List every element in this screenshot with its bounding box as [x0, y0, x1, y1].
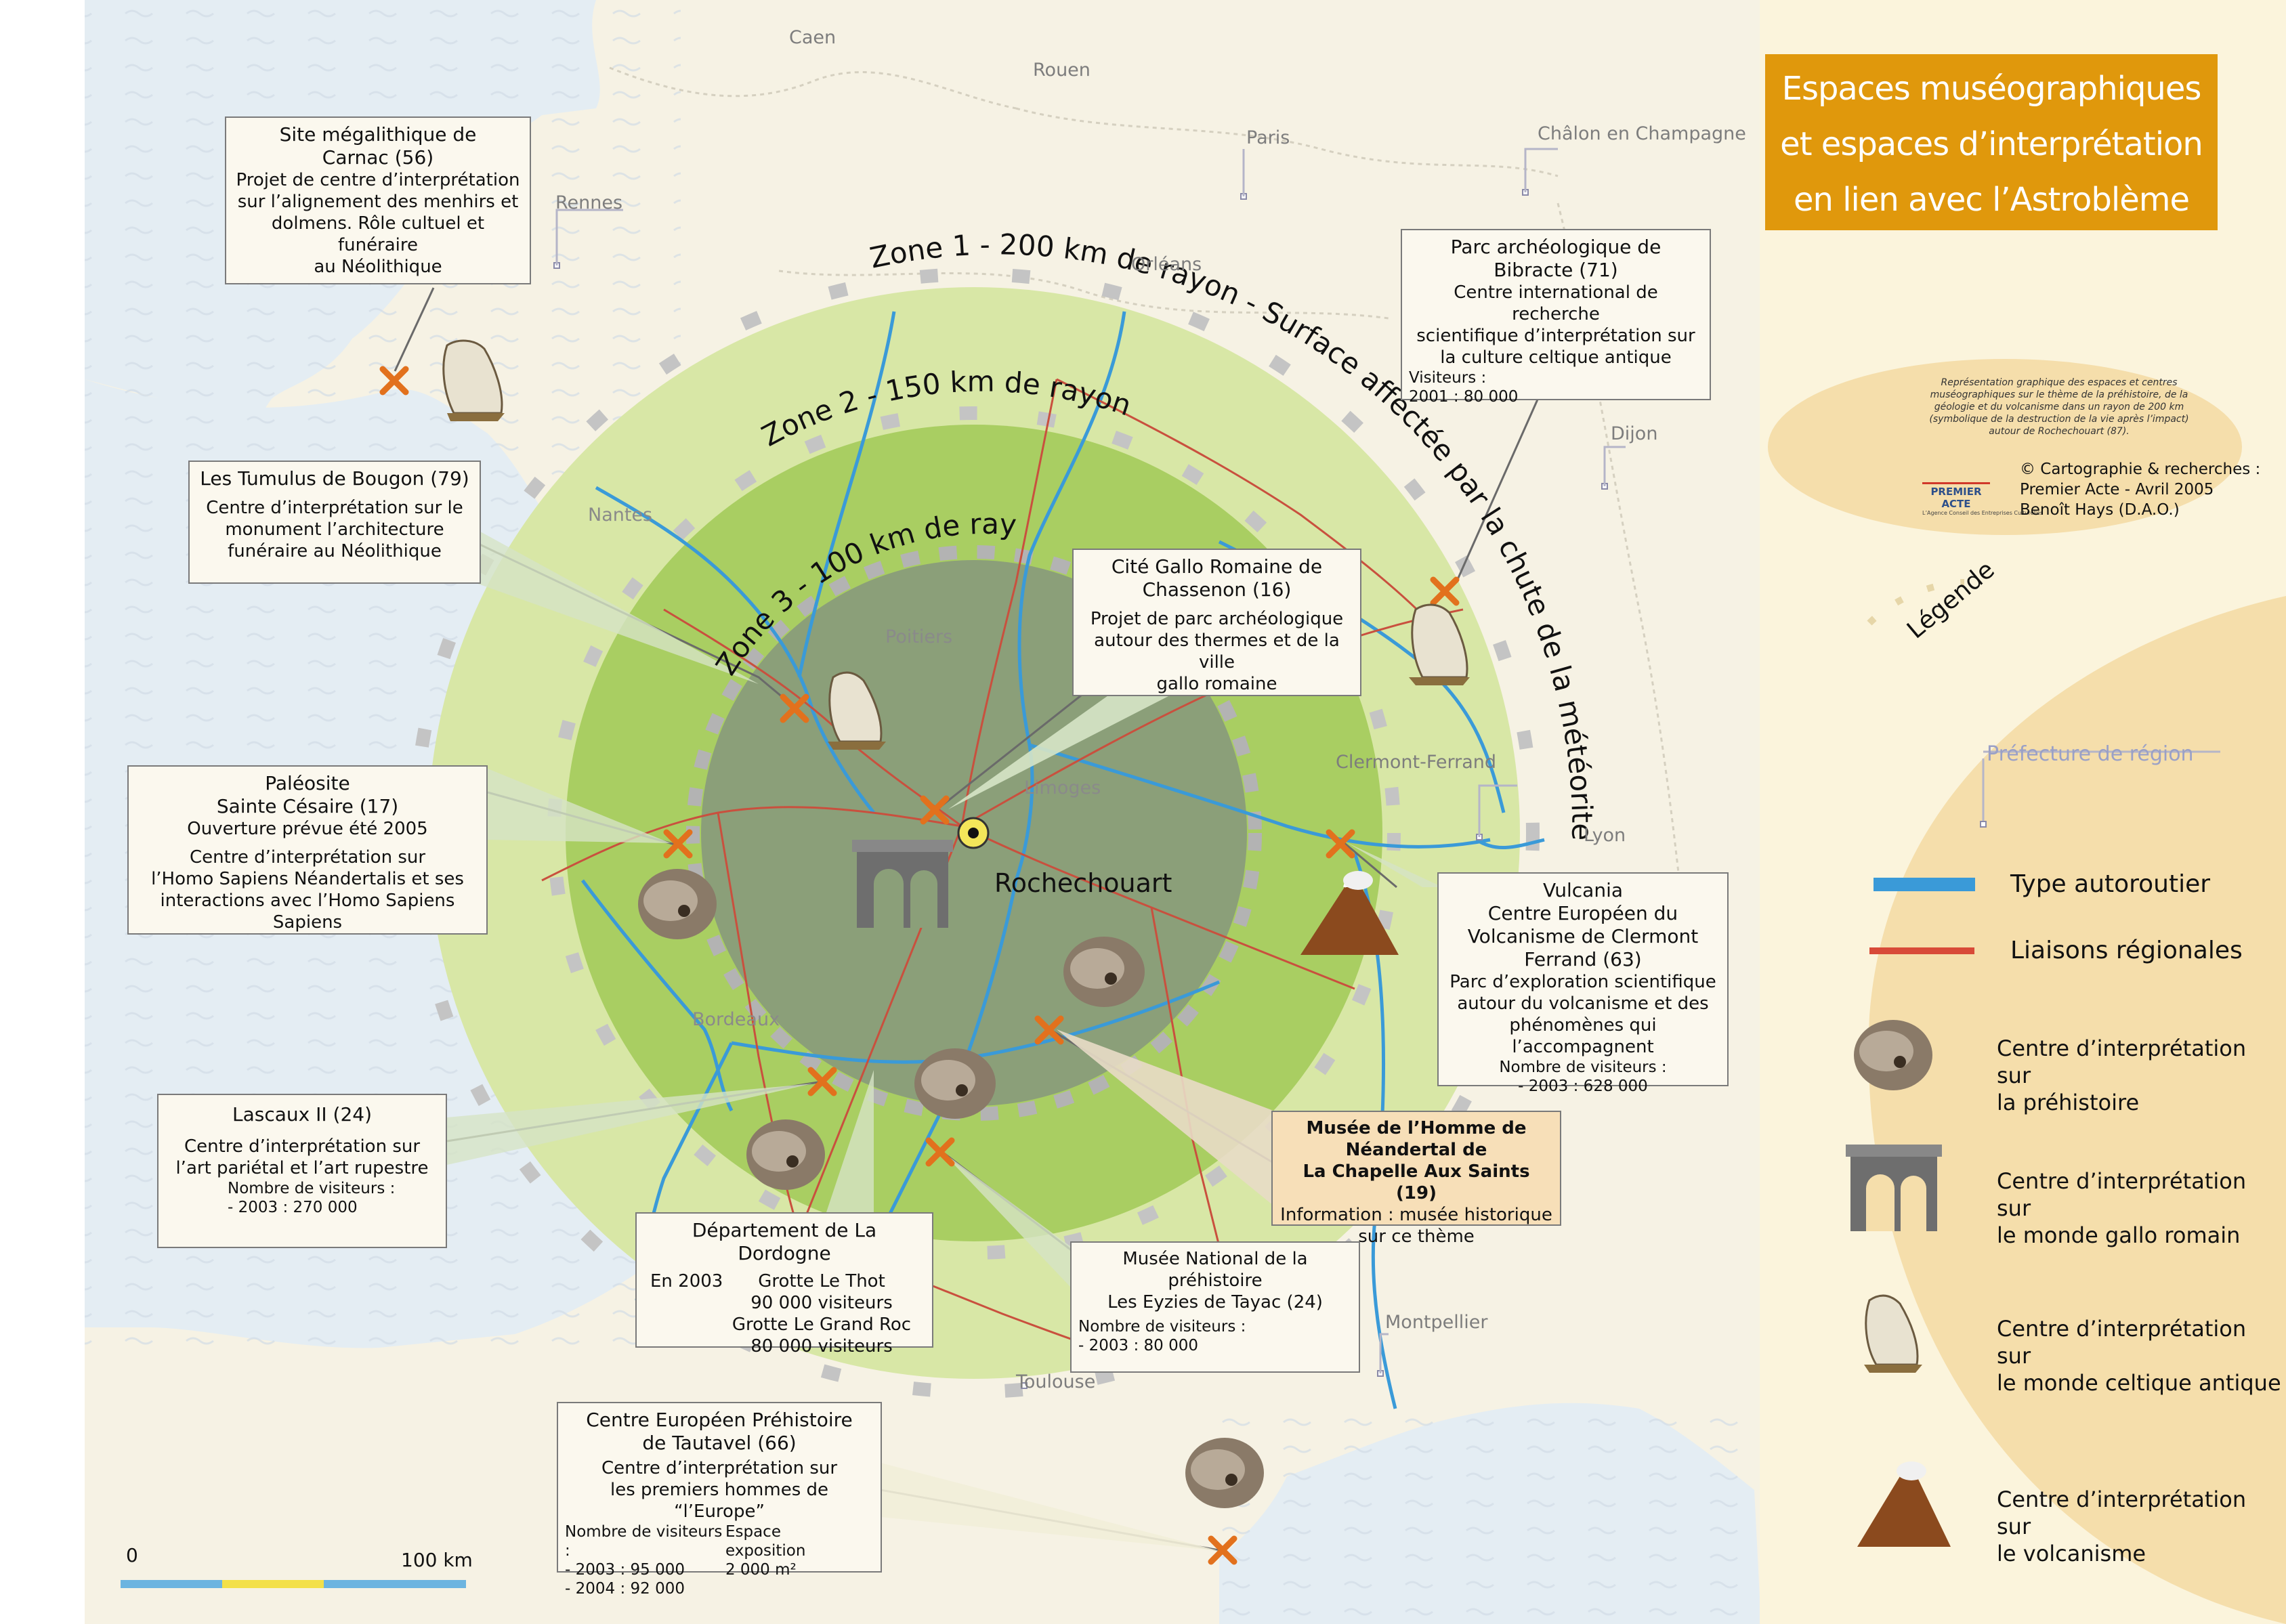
site-box-cesaire: Paléosite Sainte Césaire (17) Ouverture … [127, 765, 488, 935]
legend-skull-icon [1854, 1020, 1932, 1090]
credits: © Cartographie & recherches : Premier Ac… [2020, 461, 2261, 519]
legend-regional-label: Liaisons régionales [2010, 937, 2243, 964]
legend-prefecture-marker [1980, 821, 1987, 828]
legend-motorway-label: Type autoroutier [2010, 870, 2211, 898]
menhir-icon-bougon [828, 671, 886, 750]
vulcania-callout-wedge [1348, 843, 1443, 887]
volcano-icon-vulcania [1300, 871, 1399, 955]
skull-icon-chapelle [1063, 937, 1145, 1007]
legend-gallo: Centre d’interprétation sur le monde gal… [1997, 1168, 2247, 1248]
city-dijon: Dijon [1611, 423, 1658, 444]
rochechouart-label: Rochechouart [994, 868, 1172, 898]
skull-icon-tautavel [1185, 1438, 1264, 1508]
title-line2: et espaces d’interprétation [1780, 125, 2203, 163]
lascaux-callout-wedge [447, 1084, 813, 1165]
city-caen: Caen [789, 27, 837, 48]
menhir-icon-carnac [442, 339, 505, 421]
city-montpellier: Montpellier [1385, 1312, 1488, 1333]
scale-bar-seg1 [121, 1580, 222, 1588]
skull-icon-cesaire [638, 869, 717, 939]
eyzies-callout-wedge [941, 1151, 1070, 1287]
city-bordeaux: Bordeaux [692, 1009, 780, 1030]
arch-icon-chassenon [852, 840, 953, 928]
scale-bar-seg2 [222, 1580, 324, 1588]
legend-motorway-swatch [1874, 878, 1975, 891]
city-leaders [555, 148, 1626, 1373]
page-margin [0, 0, 85, 1624]
site-box-vulcania: Vulcania Centre Européen du Volcanisme d… [1437, 872, 1729, 1095]
site-box-chapelle: Musée de l’Homme de Néandertal de La Cha… [1271, 1111, 1561, 1247]
legend-prefecture-label: Préfecture de région [1987, 742, 2194, 766]
site-box-carnac: Site mégalithique de Carnac (56) Projet … [225, 116, 531, 284]
menhir-icon-bibracte [1409, 603, 1470, 685]
legend-prefecture-symbol [1982, 750, 2220, 823]
city-toulouse: Toulouse [1016, 1371, 1096, 1392]
legend-celtic: Centre d’interprétation sur le monde cel… [1997, 1316, 2281, 1396]
dordogne-callout-wedge [826, 1070, 874, 1212]
site-box-dordogne: Département de La Dordogne En 2003 Grott… [635, 1212, 933, 1356]
cesaire-callout-wedge [488, 769, 671, 843]
site-box-chassenon: Cité Gallo Romaine de Chassenon (16) Pro… [1072, 549, 1361, 696]
legend-volcano: Centre d’interprétation sur le volcanism… [1997, 1487, 2247, 1566]
site-box-bougon: Les Tumulus de Bougon (79) Centre d’inte… [188, 461, 481, 584]
site-box-lascaux: Lascaux II (24) Centre d’interprétation … [157, 1094, 447, 1248]
city-paris: Paris [1246, 127, 1290, 148]
skull-icon-eyzies [914, 1048, 996, 1119]
city-chalon: Châlon en Champagne [1538, 123, 1746, 144]
chassenon-callout-wedge [948, 684, 1192, 809]
title-box: Espaces muséographiques et espaces d’int… [1765, 54, 2218, 230]
rochechouart-dot [968, 828, 979, 838]
title-line1: Espaces muséographiques [1781, 70, 2202, 108]
legend-shape [1868, 596, 2286, 1624]
city-rennes: Rennes [555, 192, 623, 213]
title-line3: en lien avec l’Astroblème [1793, 181, 2190, 219]
legend-menhir-icon [1864, 1294, 1922, 1373]
skull-icon-lascaux [746, 1119, 825, 1190]
scale-bar-seg3 [324, 1580, 466, 1588]
tautavel-callout-wedge [881, 1463, 1219, 1551]
city-poitiers: Poitiers [885, 626, 953, 647]
city-clermont: Clermont-Ferrand [1336, 752, 1497, 773]
credits-ellipse [1768, 359, 2242, 535]
bougon-callout-wedge [474, 528, 759, 684]
sea-wave-pattern [1219, 1409, 1761, 1624]
site-box-eyzies: Musée National de la préhistoire Les Eyz… [1070, 1241, 1360, 1373]
zone2-dashed-ring [547, 406, 1401, 1260]
city-nantes: Nantes [588, 505, 653, 526]
legend-volcano-icon [1857, 1461, 1951, 1547]
legend-arch-icon [1846, 1145, 1942, 1231]
zone3-dashed-ring [686, 545, 1262, 1121]
scale-end: 100 km [401, 1549, 473, 1571]
city-orleans: Orléans [1131, 254, 1202, 275]
legend-regional-swatch [1869, 947, 1974, 954]
scale-start: 0 [126, 1544, 138, 1566]
city-limoges: Limoges [1024, 777, 1101, 798]
map-description: Représentation graphique des espaces et … [1929, 377, 2189, 437]
city-lyon: Lyon [1584, 825, 1626, 846]
site-box-tautavel: Centre Européen Préhistoire de Tautavel … [557, 1402, 882, 1598]
site-markers [379, 366, 1460, 1565]
premier-acte-logo: PREMIER ACTE L’Agence Conseil des Entrep… [1922, 482, 2043, 516]
city-rouen: Rouen [1033, 60, 1091, 81]
chapelle-callout-wedge [1057, 1029, 1273, 1205]
site-box-bibracte: Parc archéologique de Bibracte (71) Cent… [1401, 229, 1711, 406]
legend-prehistory: Centre d’interprétation sur la préhistoi… [1997, 1035, 2247, 1115]
